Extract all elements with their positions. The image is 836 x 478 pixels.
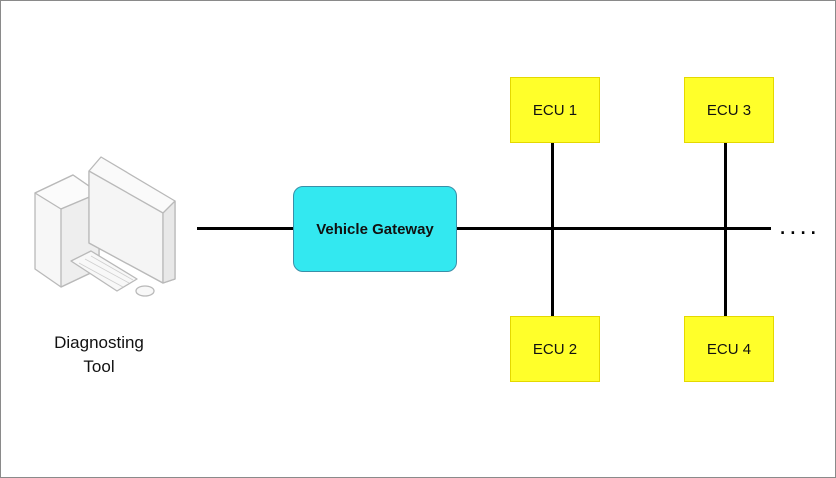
diagnostic-tool-label: Diagnosting Tool [29,331,169,379]
ecu-4-node: ECU 4 [684,316,774,382]
diagnostic-tool-label-line2: Tool [83,357,115,376]
bus-continuation-dots: .... [779,210,820,240]
bus-branch-ecu-3-4 [724,141,727,317]
vehicle-gateway-node: Vehicle Gateway [293,186,457,272]
bus-branch-ecu-1-2 [551,141,554,317]
ecu-1-node: ECU 1 [510,77,600,143]
main-bus-line [197,227,771,230]
ecu-1-label: ECU 1 [532,101,578,119]
ecu-2-label: ECU 2 [532,340,578,358]
desktop-computer-icon [29,151,189,306]
ecu-3-node: ECU 3 [684,77,774,143]
ecu-3-label: ECU 3 [706,101,752,119]
vehicle-gateway-label: Vehicle Gateway [316,220,434,238]
ecu-4-label: ECU 4 [706,340,752,358]
diagnostic-tool-label-line1: Diagnosting [54,333,144,352]
ecu-2-node: ECU 2 [510,316,600,382]
